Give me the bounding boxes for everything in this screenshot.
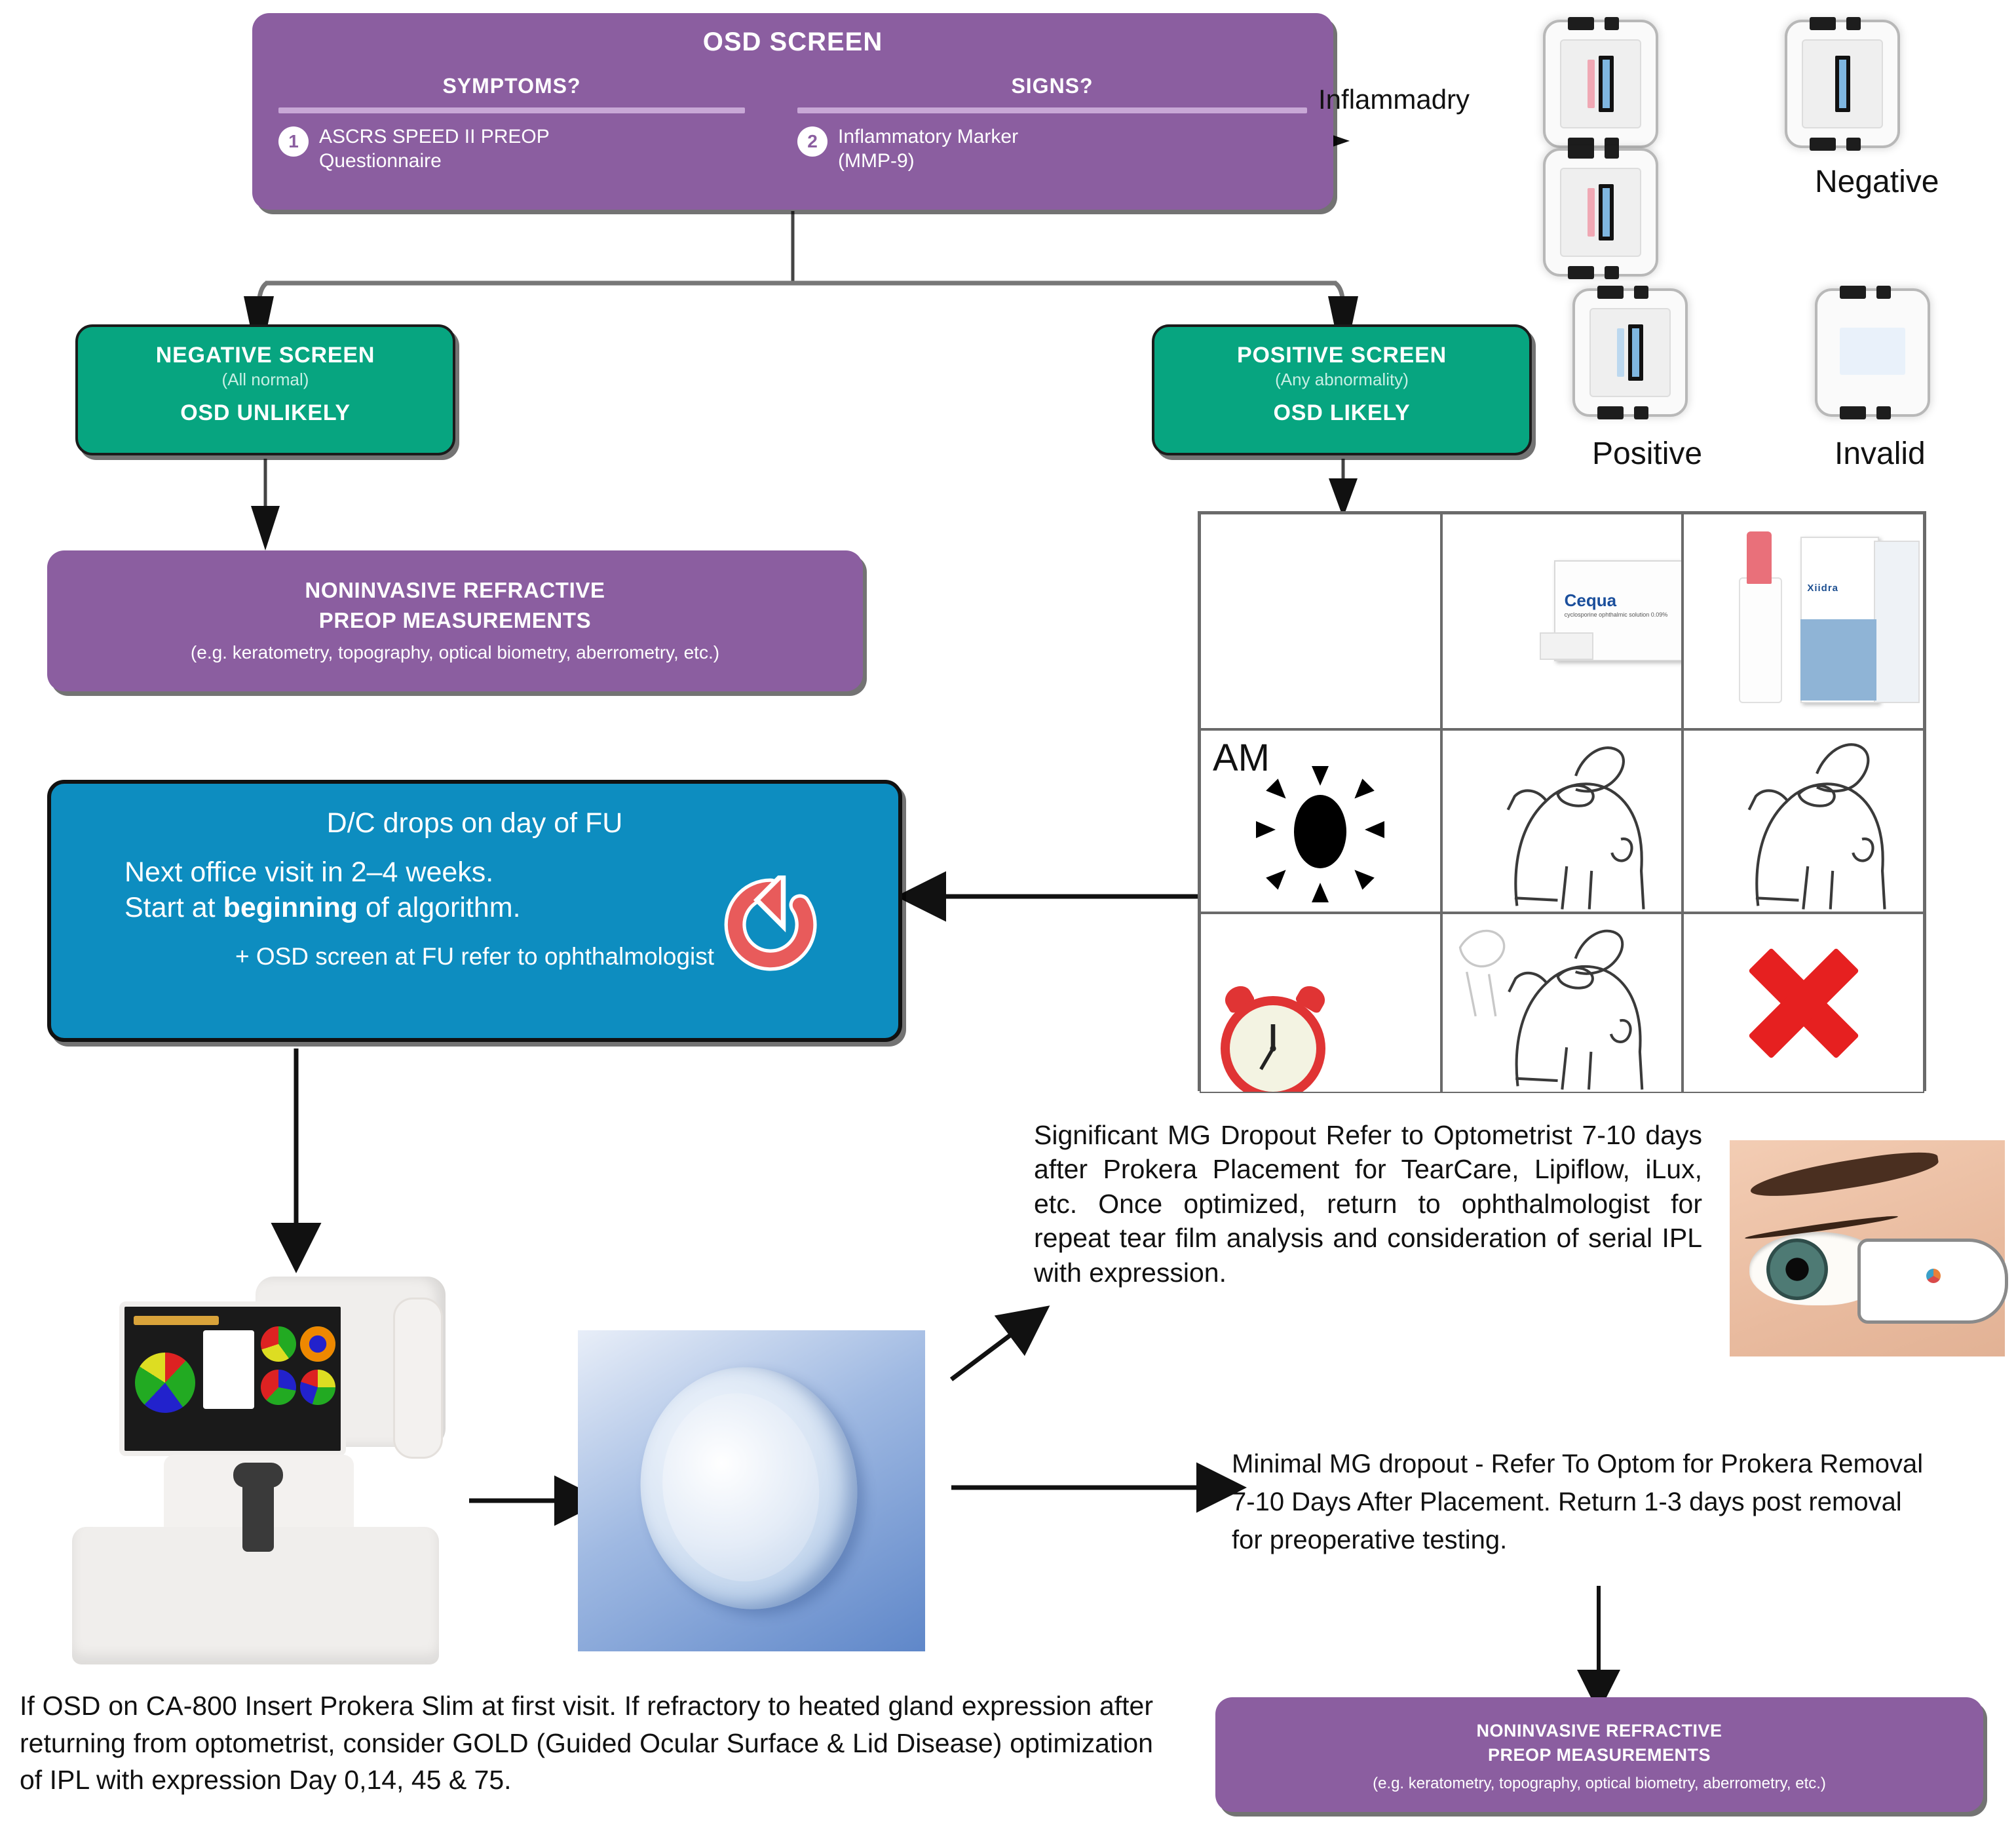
symptoms-line2: Questionnaire — [319, 149, 442, 172]
preop-left-line3: (e.g. keratometry, topography, optical b… — [190, 642, 720, 663]
lid-massage-cell-2 — [1683, 729, 1924, 913]
signs-header: SIGNS? — [1011, 74, 1094, 98]
minimal-mg-dropout-text: Minimal MG dropout - Refer To Optom for … — [1232, 1450, 1924, 1554]
negative-screen-result: OSD UNLIKELY — [180, 400, 351, 425]
negative-screen-title: NEGATIVE SCREEN — [155, 343, 375, 368]
sleep-z-icon-3: z — [1281, 952, 1293, 979]
red-x-icon — [1741, 941, 1866, 1066]
prokera-ring-image — [578, 1330, 925, 1651]
lid-massage-illustration — [1506, 746, 1645, 910]
dc-line2: Next office visit in 2–4 weeks. — [124, 856, 494, 888]
dc-line3-bold: beginning — [223, 891, 358, 923]
inflammadry-label: Inflammadry — [1318, 84, 1470, 115]
positive-screen-box: POSITIVE SCREEN (Any abnormality) OSD LI… — [1152, 324, 1532, 455]
treatment-grid: California Eye & LASIK Cequa cyclosporin… — [1198, 511, 1926, 1093]
signs-number-badge: 2 — [797, 126, 827, 157]
dc-drops-box: D/C drops on day of FU Next office visit… — [47, 780, 902, 1042]
sleep-z-icon-2: z — [1335, 931, 1350, 963]
preop-measurements-left-box: NONINVASIVE REFRACTIVE PREOP MEASUREMENT… — [47, 550, 863, 691]
signs-line2: (MMP-9) — [838, 149, 915, 172]
xiidra-brand-label: Xiidra — [1807, 583, 1839, 594]
cassette-strip-positive — [1572, 286, 1688, 419]
cassette-strip-invalid — [1815, 286, 1930, 419]
significant-mg-dropout-text: Significant MG Dropout Refer to Optometr… — [1034, 1120, 1702, 1288]
lid-massage-illustration — [1748, 743, 1886, 910]
eye-with-teardevice-image — [1730, 1140, 2008, 1356]
preop-right-line1: NONINVASIVE REFRACTIVE — [1476, 1721, 1722, 1740]
pm-label: PM — [1210, 921, 1267, 964]
lid-massage-cell-1 — [1441, 729, 1683, 913]
xiidra-product-cell: Xiidra — [1683, 513, 1924, 729]
cassette-strip-negative — [1785, 17, 1900, 151]
california-lasik-eye-logo: California Eye & LASIK — [1244, 567, 1352, 678]
am-label: AM — [1213, 737, 1270, 779]
preop-measurements-right-box: NONINVASIVE REFRACTIVE PREOP MEASUREMENT… — [1215, 1697, 1983, 1812]
bottom-caption-text: If OSD on CA-800 Insert Prokera Slim at … — [20, 1691, 1153, 1796]
dc-line3-suffix: of algorithm. — [357, 891, 521, 923]
am-row-label-cell: AM — [1200, 729, 1441, 913]
dc-line3: Start at beginning of algorithm. — [124, 891, 898, 926]
inflammadry-invalid-label: Invalid — [1835, 436, 1926, 471]
negative-screen-subtitle: (All normal) — [221, 370, 309, 389]
pm-row-label-cell: PM z z z — [1200, 913, 1441, 1093]
lid-massage-cell-3 — [1441, 913, 1683, 1093]
dc-line1: D/C drops on day of FU — [326, 807, 623, 839]
preop-left-line2: PREOP MEASUREMENTS — [318, 608, 592, 632]
inflammadry-positive-label: Positive — [1592, 436, 1703, 471]
osd-column-signs: SIGNS? 2 Inflammatory Marker (MMP-9) — [771, 74, 1333, 173]
no-drops-cell — [1683, 913, 1924, 1093]
symptoms-header: SYMPTOMS? — [442, 74, 581, 98]
lid-massage-illustration — [1458, 929, 1643, 1090]
refresh-loop-icon — [724, 875, 817, 971]
cassette-strip-2 — [1543, 145, 1658, 279]
preop-left-line1: NONINVASIVE REFRACTIVE — [305, 578, 605, 602]
negative-screen-box: NEGATIVE SCREEN (All normal) OSD UNLIKEL… — [75, 324, 455, 455]
osd-screen-box: OSD SCREEN SYMPTOMS? 1 ASCRS SPEED II PR… — [252, 13, 1333, 210]
cequa-product-cell: Cequa cyclosporine ophthalmic solution 0… — [1441, 513, 1683, 729]
symptoms-line1: ASCRS SPEED II PREOP — [319, 126, 550, 147]
dc-line3-prefix: Start at — [124, 891, 223, 923]
clinic-logo-cell: California Eye & LASIK — [1200, 513, 1441, 729]
positive-screen-title: POSITIVE SCREEN — [1237, 343, 1447, 368]
sleep-z-icon-1: z — [1299, 921, 1317, 961]
osd-screen-header: OSD SCREEN — [702, 28, 883, 56]
dc-line4: + OSD screen at FU refer to ophthalmolog… — [235, 942, 715, 970]
signs-line1: Inflammatory Marker — [838, 126, 1019, 147]
cequa-brand-label: Cequa — [1564, 590, 1617, 610]
inflammadry-negative-label: Negative — [1815, 164, 1939, 199]
osd-column-symptoms: SYMPTOMS? 1 ASCRS SPEED II PREOP Questio… — [252, 74, 771, 173]
cassette-strip-1 — [1543, 17, 1658, 151]
sun-icon — [1256, 766, 1385, 902]
preop-right-line2: PREOP MEASUREMENTS — [1487, 1745, 1711, 1765]
positive-screen-result: OSD LIKELY — [1273, 400, 1411, 425]
preop-right-line3: (e.g. keratometry, topography, optical b… — [1373, 1775, 1826, 1792]
symptoms-divider — [278, 107, 745, 113]
positive-screen-subtitle: (Any abnormality) — [1275, 370, 1409, 389]
signs-divider — [797, 107, 1307, 113]
ca800-topographer-image — [66, 1265, 465, 1678]
symptoms-number-badge: 1 — [278, 126, 309, 157]
